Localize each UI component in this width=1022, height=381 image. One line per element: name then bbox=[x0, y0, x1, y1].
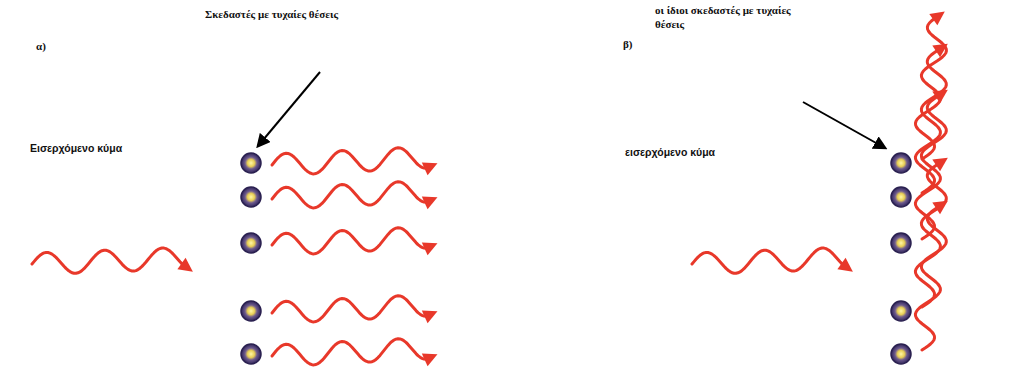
scatterer-dot bbox=[241, 233, 261, 253]
scatterer-dot bbox=[241, 301, 261, 321]
pointer-arrow bbox=[258, 72, 320, 146]
wave-arrowhead bbox=[932, 158, 948, 172]
wave-arrowhead bbox=[422, 353, 438, 366]
wave-line bbox=[272, 148, 432, 174]
scatterer-dot bbox=[241, 153, 261, 173]
scatterer-dot bbox=[891, 301, 911, 321]
text-label: α) bbox=[36, 40, 46, 54]
pointer-arrow bbox=[803, 102, 885, 148]
wave-line bbox=[272, 339, 432, 365]
wave-arrowhead bbox=[932, 90, 948, 104]
text-label: Σκεδαστές με τυχαίες θέσεις bbox=[205, 8, 338, 22]
scatterer-dot bbox=[891, 344, 911, 364]
text-label: Εισερχόμενο κύμα bbox=[30, 142, 122, 155]
scatterer-dot bbox=[241, 187, 261, 207]
wave-arrowhead bbox=[422, 242, 438, 255]
text-label: β) bbox=[623, 38, 632, 52]
wave-line bbox=[272, 182, 432, 208]
wave-line bbox=[915, 204, 946, 350]
wave-arrowhead bbox=[422, 310, 438, 323]
scatterer-dot bbox=[891, 187, 911, 207]
wave-line bbox=[692, 248, 848, 273]
scatterer-dot bbox=[891, 153, 911, 173]
wave-arrowhead bbox=[177, 258, 192, 272]
scatterer-dot bbox=[241, 344, 261, 364]
text-label: εισερχόμενο κύμα bbox=[625, 146, 715, 159]
wave-arrowhead bbox=[422, 196, 438, 209]
text-label: οι ίδιοι σκεδαστές με τυχαίες θέσεις bbox=[655, 4, 795, 32]
wave-arrowhead bbox=[422, 162, 438, 175]
wave-arrowhead bbox=[837, 258, 852, 272]
wave-line bbox=[272, 228, 432, 254]
wave-line bbox=[32, 248, 188, 273]
wave-line bbox=[272, 296, 432, 322]
wave-arrowhead bbox=[932, 44, 948, 58]
wave-arrowhead bbox=[929, 12, 944, 26]
wave-arrowhead bbox=[932, 201, 948, 215]
scatterer-dot bbox=[891, 233, 911, 253]
